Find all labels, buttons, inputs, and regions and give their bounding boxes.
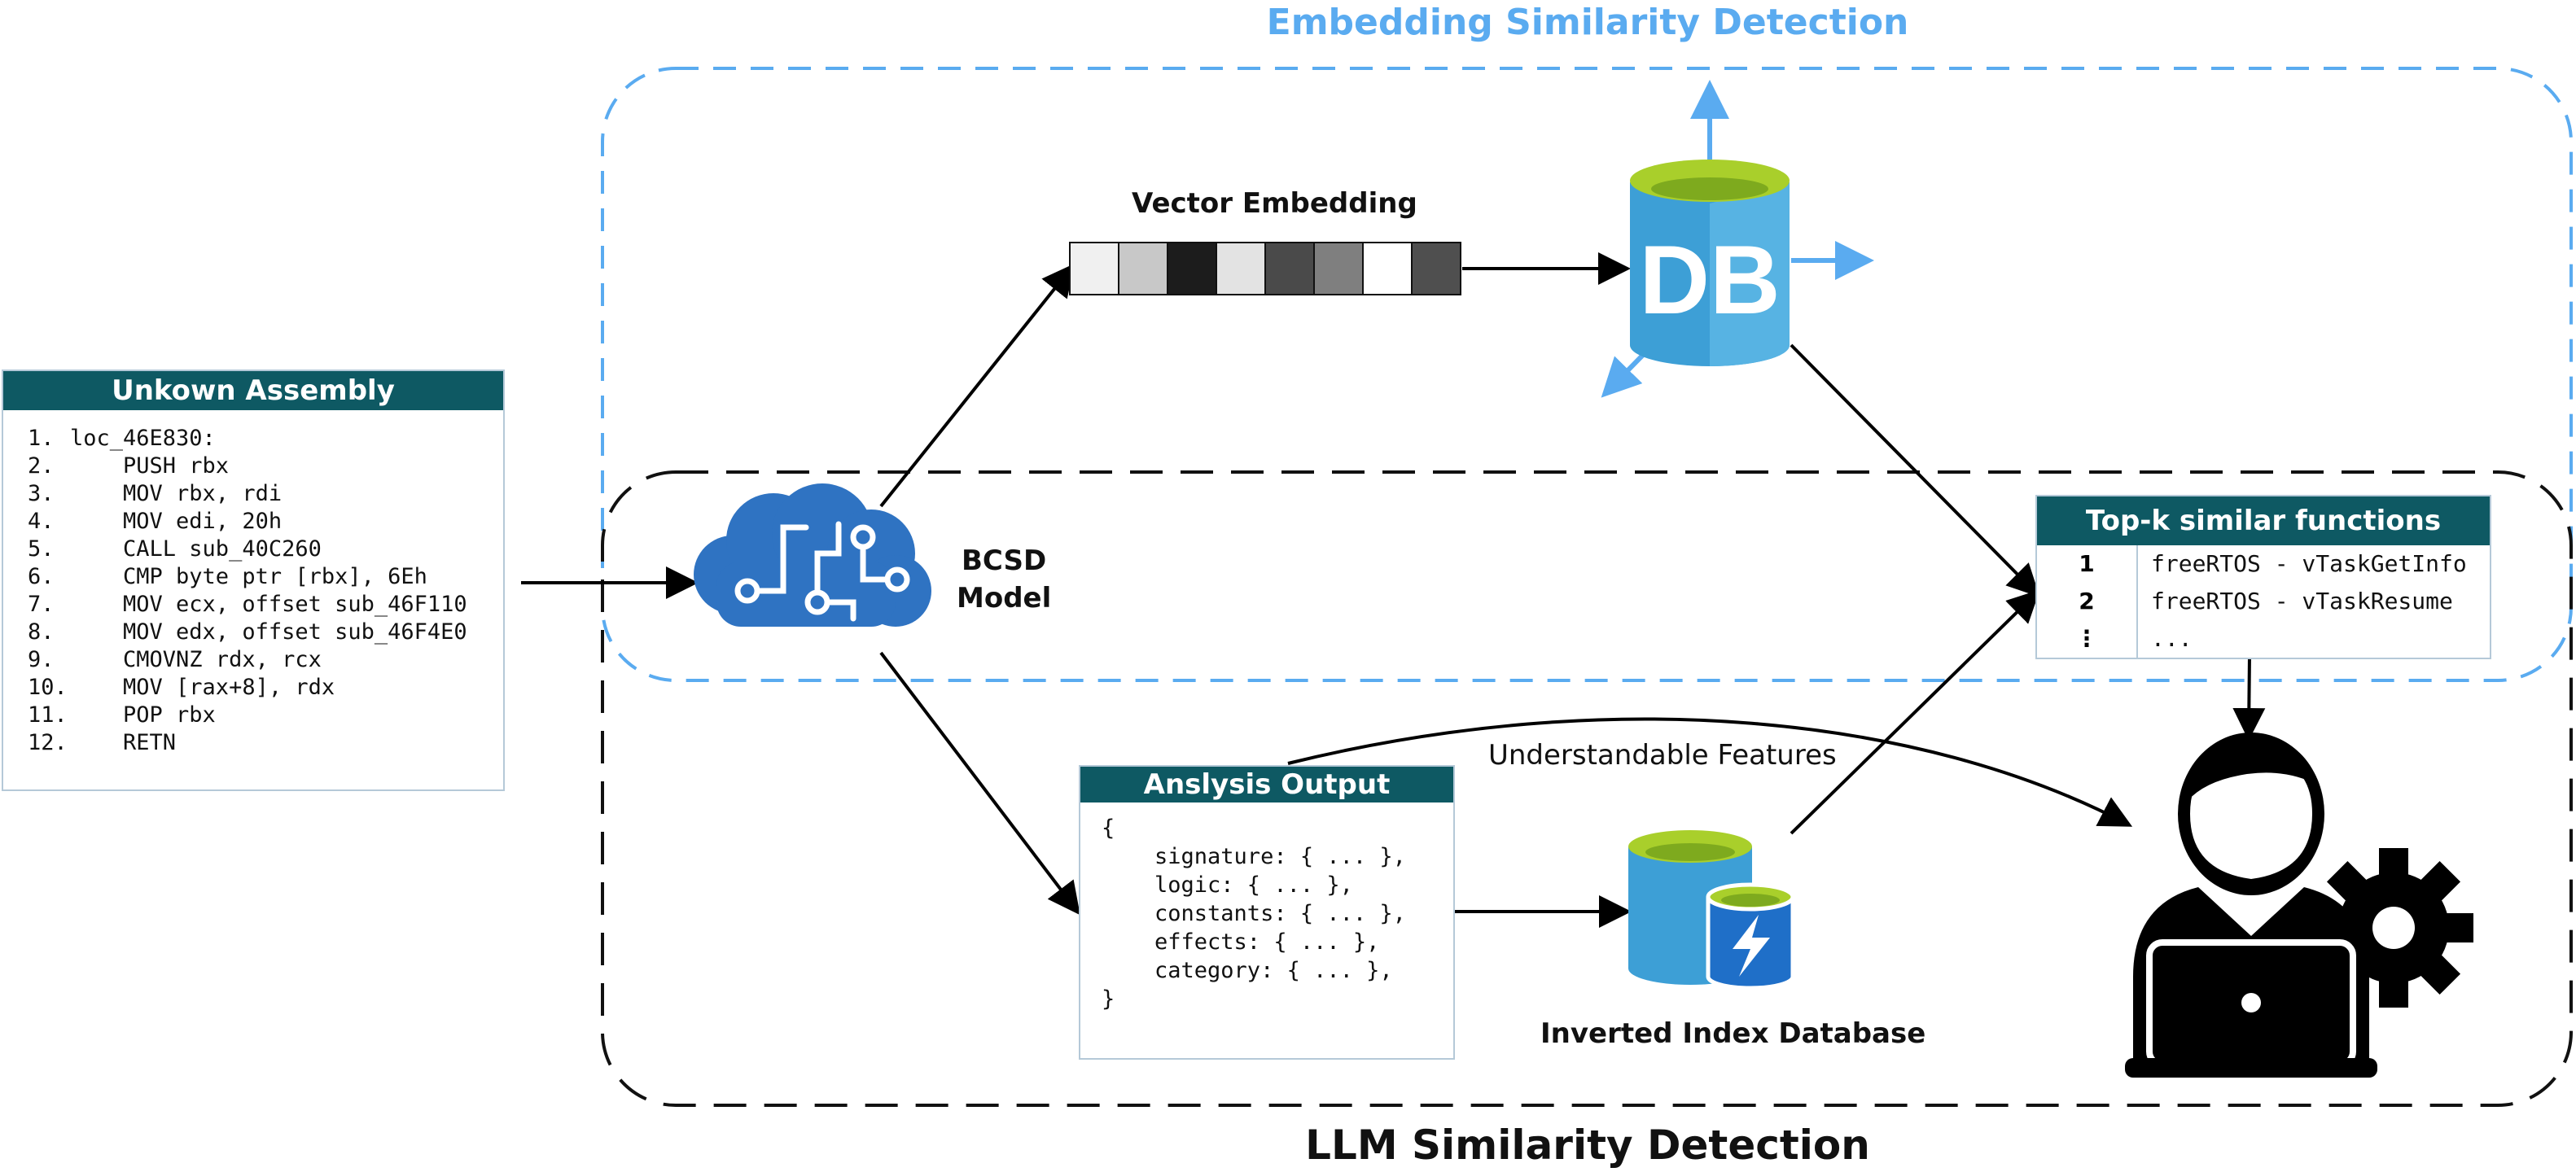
assembly-line-number: 6. bbox=[28, 564, 55, 589]
assembly-line-text: CMP byte ptr [rbx], 6Eh bbox=[70, 564, 427, 589]
assembly-line: 1. loc_46E830: bbox=[28, 425, 503, 453]
understandable-features-label: Understandable Features bbox=[1488, 739, 1837, 772]
llm-region-title: LLM Similarity Detection bbox=[1305, 1122, 1870, 1169]
analysis-code-block: { signature: { ... }, logic: { ... }, co… bbox=[1080, 802, 1453, 1013]
topk-function-name: freeRTOS - vTaskResume bbox=[2151, 588, 2453, 614]
assembly-line-number: 5. bbox=[28, 536, 55, 562]
assembly-line-text: POP rbx bbox=[70, 702, 216, 728]
analysis-line: constants: { ... }, bbox=[1102, 901, 1406, 926]
database-icon: DB bbox=[1601, 80, 1874, 398]
assembly-line-text: CALL sub_40C260 bbox=[70, 536, 322, 562]
assembly-line-text: MOV ecx, offset sub_46F110 bbox=[70, 592, 467, 617]
vector-cell bbox=[1264, 242, 1315, 295]
topk-row: ⋮... bbox=[2037, 620, 2490, 658]
assembly-line: 11. POP rbx bbox=[28, 702, 503, 729]
topk-title: Top-k similar functions bbox=[2037, 496, 2490, 545]
topk-rank: 2 bbox=[2037, 583, 2138, 620]
topk-row: 1 freeRTOS - vTaskGetInfo bbox=[2037, 545, 2490, 583]
assembly-line-text: MOV [rax+8], rdx bbox=[70, 675, 335, 700]
analysis-output-panel: Anslysis Output { signature: { ... }, lo… bbox=[1079, 765, 1455, 1060]
assembly-line-text: MOV edx, offset sub_46F4E0 bbox=[70, 619, 467, 645]
vector-embedding-bar bbox=[1069, 242, 1461, 295]
embedding-region-title: Embedding Similarity Detection bbox=[1266, 2, 1909, 43]
assembly-line: 5. CALL sub_40C260 bbox=[28, 536, 503, 563]
assembly-line-number: 1. bbox=[28, 426, 55, 451]
assembly-line-text: MOV rbx, rdi bbox=[70, 481, 283, 506]
assembly-line-number: 3. bbox=[28, 481, 55, 506]
inverted-index-database-label: Inverted Index Database bbox=[1540, 1017, 1926, 1050]
assembly-line-number: 8. bbox=[28, 619, 55, 645]
bcsd-label-line1: BCSD bbox=[962, 544, 1047, 577]
bcsd-model-label: BCSD Model bbox=[957, 542, 1051, 617]
brain-circuit-cloud-icon bbox=[694, 483, 931, 627]
bcsd-label-line2: Model bbox=[957, 582, 1052, 614]
analysis-line: category: { ... }, bbox=[1102, 958, 1393, 983]
topk-function-name: freeRTOS - vTaskGetInfo bbox=[2151, 550, 2467, 577]
assembly-line: 8. MOV edx, offset sub_46F4E0 bbox=[28, 619, 503, 646]
analysis-line: signature: { ... }, bbox=[1102, 844, 1406, 869]
vector-cell bbox=[1411, 242, 1461, 295]
arrow-inverted-db-to-topk bbox=[1790, 589, 2040, 835]
assembly-line-text: PUSH rbx bbox=[70, 453, 230, 479]
vector-cell bbox=[1216, 242, 1266, 295]
topk-rank: 1 bbox=[2037, 545, 2138, 583]
assembly-line-number: 12. bbox=[28, 730, 68, 755]
arrow-model-to-analysis bbox=[879, 651, 1080, 916]
inverted-index-database-icon bbox=[1628, 830, 1795, 991]
topk-table: 1 freeRTOS - vTaskGetInfo 2 freeRTOS - vTas… bbox=[2037, 545, 2490, 658]
assembly-line: 3. MOV rbx, rdi bbox=[28, 480, 503, 508]
assembly-line: 6. CMP byte ptr [rbx], 6Eh bbox=[28, 563, 503, 591]
assembly-line-text: RETN bbox=[70, 730, 177, 755]
topk-rank: ⋮ bbox=[2037, 620, 2138, 658]
assembly-line-text: CMOVNZ rdx, rcx bbox=[70, 647, 322, 672]
arrow-features-to-analyst bbox=[1287, 717, 2133, 827]
assembly-line-number: 9. bbox=[28, 647, 55, 672]
analyst-with-laptop-and-gear-icon bbox=[2125, 732, 2473, 1078]
topk-row: 2 freeRTOS - vTaskResume bbox=[2037, 583, 2490, 620]
assembly-line-number: 4. bbox=[28, 509, 55, 534]
vector-cell bbox=[1362, 242, 1413, 295]
assembly-line: 2. PUSH rbx bbox=[28, 453, 503, 480]
analysis-line: effects: { ... }, bbox=[1102, 929, 1380, 955]
arrow-db-to-topk bbox=[1790, 343, 2040, 597]
vector-cell bbox=[1167, 242, 1217, 295]
unknown-assembly-panel: Unkown Assembly 1.loc_46E830:2. PUSH rbx… bbox=[2, 370, 505, 791]
analysis-line: logic: { ... }, bbox=[1102, 872, 1353, 898]
vector-cell bbox=[1313, 242, 1364, 295]
assembly-line: 7. MOV ecx, offset sub_46F110 bbox=[28, 591, 503, 619]
assembly-line-number: 7. bbox=[28, 592, 55, 617]
assembly-line-number: 2. bbox=[28, 453, 55, 479]
arrow-topk-to-analyst bbox=[2232, 654, 2266, 741]
assembly-line-text: loc_46E830: bbox=[70, 426, 216, 451]
vector-embedding-label: Vector Embedding bbox=[1132, 187, 1417, 220]
topk-similar-functions-panel: Top-k similar functions 1 freeRTOS - vTas… bbox=[2035, 495, 2491, 659]
db-text: DB bbox=[1639, 225, 1780, 335]
assembly-line: 12. RETN bbox=[28, 729, 503, 757]
topk-function-name: ... bbox=[2151, 625, 2193, 652]
assembly-line: 9. CMOVNZ rdx, rcx bbox=[28, 646, 503, 674]
analysis-line: { bbox=[1102, 816, 1115, 841]
assembly-line-number: 11. bbox=[28, 702, 68, 728]
vector-cell bbox=[1069, 242, 1119, 295]
analysis-line: } bbox=[1102, 986, 1115, 1012]
assembly-line-number: 10. bbox=[28, 675, 68, 700]
vector-cell bbox=[1118, 242, 1168, 295]
embedding-region-border bbox=[601, 67, 2573, 682]
assembly-line: 10. MOV [rax+8], rdx bbox=[28, 674, 503, 702]
llm-region-border bbox=[601, 470, 2573, 1107]
analysis-output-title: Anslysis Output bbox=[1080, 767, 1453, 802]
assembly-line-text: MOV edi, 20h bbox=[70, 509, 283, 534]
unknown-assembly-title: Unkown Assembly bbox=[3, 371, 503, 410]
arrow-model-to-vector bbox=[879, 263, 1075, 508]
assembly-line: 4. MOV edi, 20h bbox=[28, 508, 503, 536]
